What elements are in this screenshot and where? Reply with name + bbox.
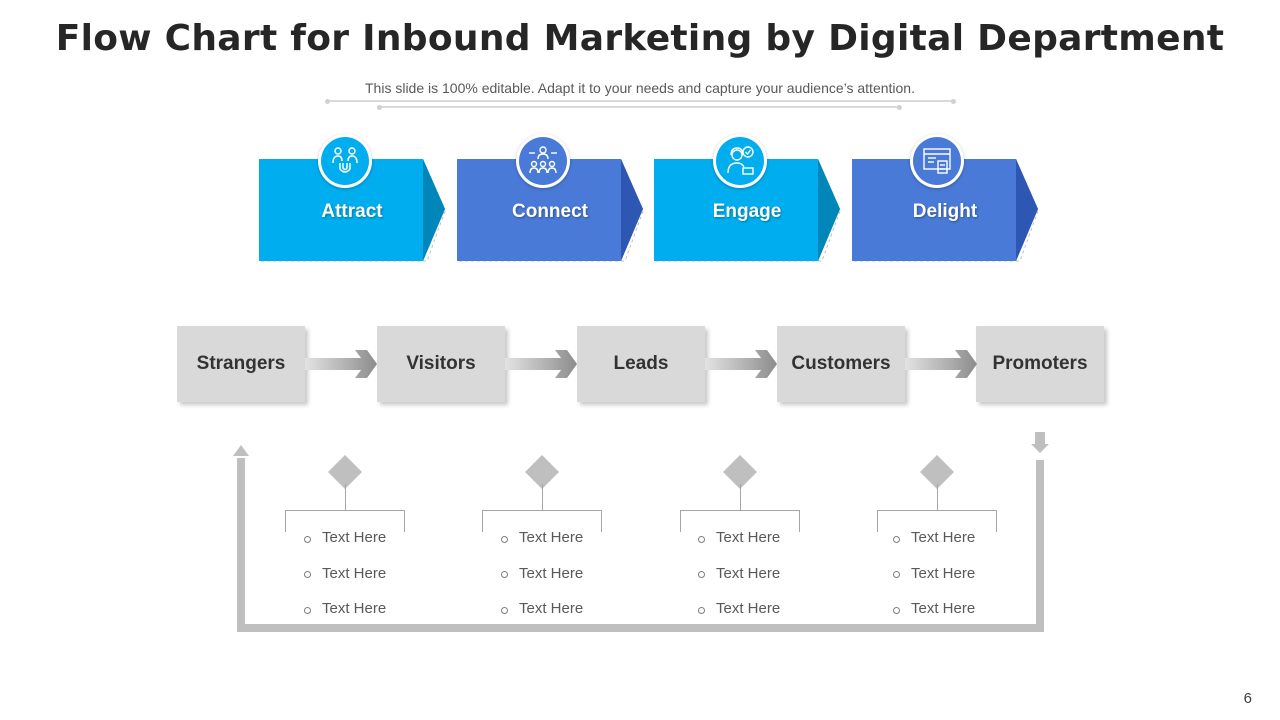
bullet-icon [304, 606, 311, 614]
list-item: Text Here [304, 556, 386, 592]
step-leads: Leads [577, 326, 705, 402]
list-item-text: Text Here [911, 600, 976, 618]
magnet-people-icon [318, 134, 372, 188]
stage-label: Attract [321, 201, 383, 222]
step-customers: Customers [777, 326, 905, 402]
step-promoters: Promoters [976, 326, 1104, 402]
slide-title: Flow Chart for Inbound Marketing by Digi… [55, 18, 1225, 59]
bullet-icon [698, 571, 705, 579]
list-item: Text Here [501, 591, 583, 627]
list-item-text: Text Here [322, 600, 387, 618]
arrow-right-icon [505, 350, 577, 378]
list-item-text: Text Here [519, 564, 584, 582]
browser-window-icon [910, 134, 964, 188]
list-item: Text Here [698, 556, 780, 592]
connector-stem [345, 484, 346, 510]
arrow-right-icon [305, 350, 377, 378]
stage-banner-shape [654, 159, 841, 262]
step-strangers: Strangers [177, 326, 305, 402]
list-item-text: Text Here [911, 529, 976, 547]
arrow-right-icon [905, 350, 977, 378]
subtitle-divider-bottom [380, 106, 900, 108]
bullet-icon [501, 535, 508, 543]
list-item: Text Here [698, 520, 780, 556]
arrow-down-icon [1031, 432, 1049, 453]
stage-engage: Engage [654, 159, 842, 262]
bullet-icon [304, 571, 311, 579]
page-number: 6 [1243, 690, 1252, 707]
list-item-text: Text Here [519, 600, 584, 618]
list-bracket [680, 510, 800, 532]
stage-label: Engage [712, 201, 782, 222]
list-bracket [285, 510, 405, 532]
list-item-text: Text Here [716, 564, 781, 582]
list-item: Text Here [501, 520, 583, 556]
stage-banner-shape [852, 159, 1039, 262]
stage-label: Delight [912, 201, 978, 222]
list-item: Text Here [304, 591, 386, 627]
stage-attract: Attract [259, 159, 447, 262]
stage-connect: Connect [457, 159, 645, 262]
connector-stem [740, 484, 741, 510]
subtitle-divider-top [328, 100, 954, 102]
list-item: Text Here [698, 591, 780, 627]
list-item: Text Here [501, 556, 583, 592]
list-item: Text Here [893, 520, 975, 556]
list-bracket [877, 510, 997, 532]
divider-dot [951, 99, 956, 104]
detail-list: Text Here Text Here Text Here [893, 520, 975, 627]
list-item-text: Text Here [716, 600, 781, 618]
connector-stem [937, 484, 938, 510]
bullet-icon [698, 535, 705, 543]
bullet-icon [501, 571, 508, 579]
bullet-icon [304, 535, 311, 543]
arrow-right-icon [705, 350, 777, 378]
list-item: Text Here [893, 556, 975, 592]
list-item-text: Text Here [322, 529, 387, 547]
list-item-text: Text Here [716, 529, 781, 547]
bullet-icon [893, 535, 900, 543]
divider-dot [325, 99, 330, 104]
step-visitors: Visitors [377, 326, 505, 402]
list-item-text: Text Here [911, 564, 976, 582]
arrow-up-icon [233, 445, 249, 456]
detail-list: Text Here Text Here Text Here [501, 520, 583, 627]
bullet-icon [501, 606, 508, 614]
list-item: Text Here [304, 520, 386, 556]
divider-dot [897, 105, 902, 110]
connector-stem [542, 484, 543, 510]
list-item-text: Text Here [519, 529, 584, 547]
stage-banner-shape [457, 159, 644, 262]
list-item-text: Text Here [322, 564, 387, 582]
stage-label: Connect [512, 201, 588, 222]
network-people-icon [516, 134, 570, 188]
divider-dot [377, 105, 382, 110]
stage-delight: Delight [852, 159, 1040, 262]
list-bracket [482, 510, 602, 532]
bullet-icon [698, 606, 705, 614]
slide-subtitle: This slide is 100% editable. Adapt it to… [365, 80, 915, 96]
support-agent-icon [713, 134, 767, 188]
list-item: Text Here [893, 591, 975, 627]
detail-list: Text Here Text Here Text Here [698, 520, 780, 627]
bullet-icon [893, 571, 900, 579]
stage-banner-shape [259, 159, 446, 262]
bullet-icon [893, 606, 900, 614]
detail-list: Text Here Text Here Text Here [304, 520, 386, 627]
